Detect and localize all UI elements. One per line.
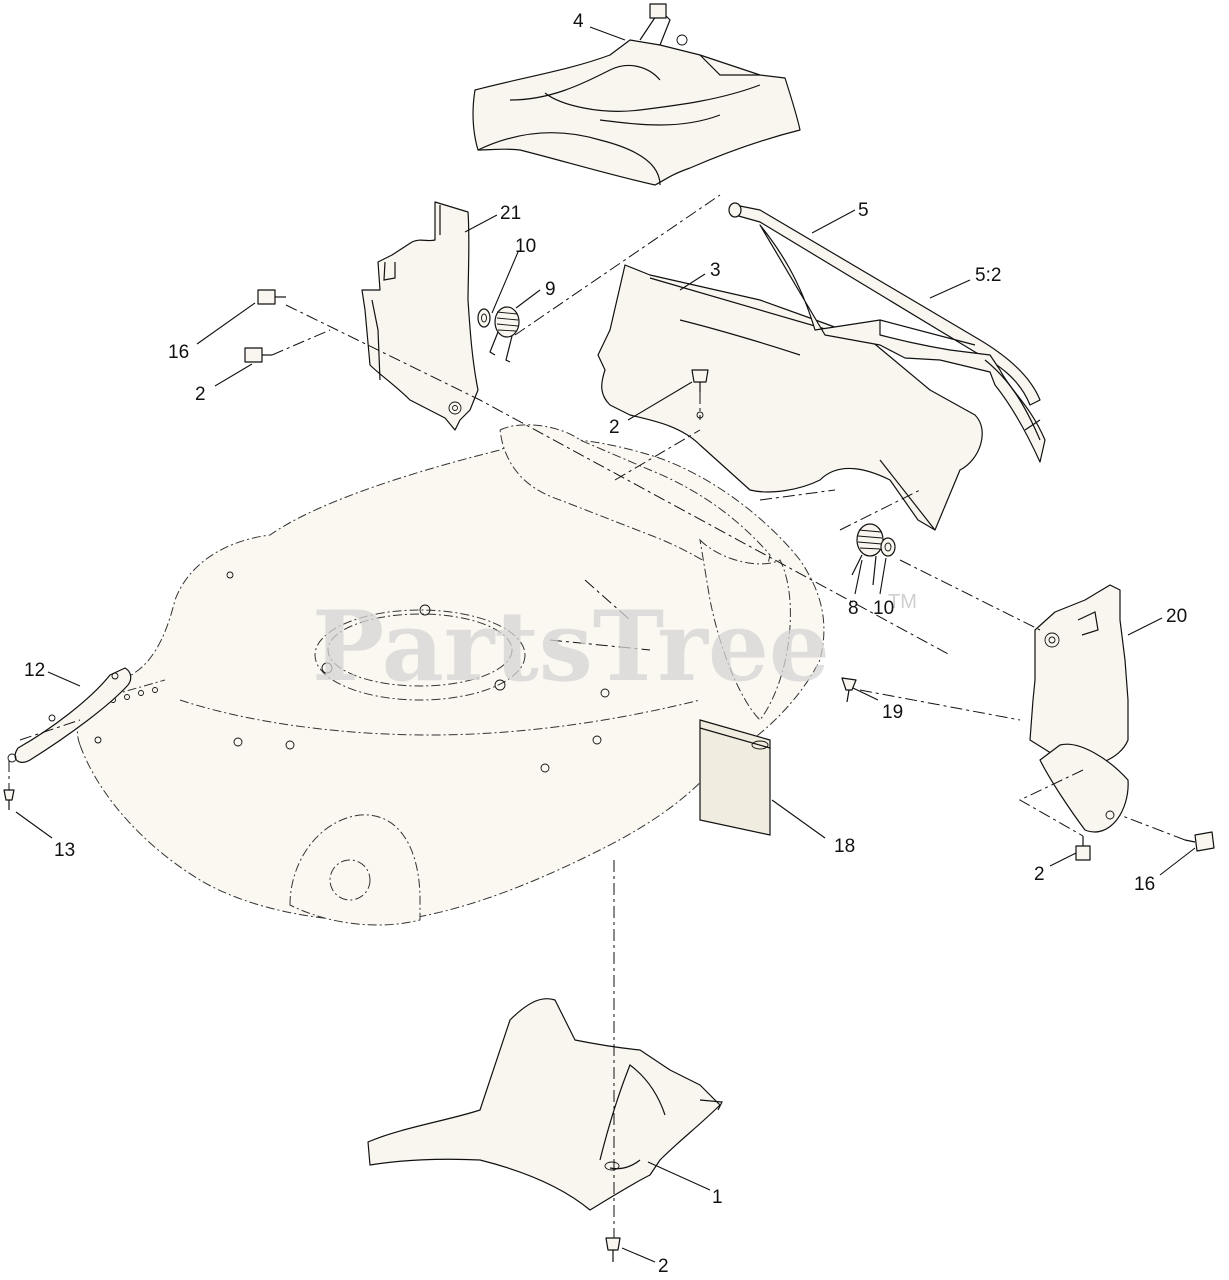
watermark-text: PartsTree [312, 590, 830, 703]
bolt-2-center [691, 369, 709, 392]
mower-deck-housing [76, 424, 825, 926]
bolt-2-left [244, 347, 272, 363]
part-4-rear-cover [472, 3, 801, 186]
part-3-rear-flap [597, 264, 983, 531]
callout-2-right: 2 [1034, 864, 1045, 885]
part-8-torsion-spring [851, 523, 884, 586]
callout-5-2: 5:2 [975, 265, 1001, 286]
part-12-side-skid [7, 667, 132, 763]
callout-10-upper: 10 [515, 236, 536, 257]
watermark-trademark: TM [888, 591, 917, 613]
part-10-washer-right [880, 537, 896, 557]
part-18-rear-skirt [699, 719, 771, 836]
bolt-16-left [257, 289, 286, 305]
part-20-right-bracket [1029, 584, 1129, 833]
part-1-mulch-plug [367, 998, 723, 1211]
callout-16-right: 16 [1134, 874, 1155, 895]
engine-mount-ring [314, 609, 526, 701]
callout-20: 20 [1166, 606, 1187, 627]
callout-8: 8 [848, 598, 859, 619]
part-10-washer-left [477, 308, 491, 328]
leader-lines [15, 26, 1196, 1263]
callout-3: 3 [710, 260, 721, 281]
callout-1: 1 [712, 1187, 723, 1208]
callout-2-bottom: 2 [658, 1256, 669, 1277]
callout-13: 13 [54, 840, 75, 861]
watermark: PartsTree TM [312, 590, 917, 703]
callout-9: 9 [545, 279, 556, 300]
callout-2-left: 2 [195, 384, 206, 405]
part-21-left-bracket [361, 201, 479, 431]
bolt-2-bottom [605, 1237, 621, 1262]
bolt-2-right [1075, 836, 1091, 861]
callout-2-center: 2 [609, 417, 620, 438]
callout-19: 19 [882, 702, 903, 723]
part-5-2-hinge-cover [759, 224, 1046, 463]
assembly-lines [8, 194, 1186, 1238]
callout-4: 4 [573, 11, 584, 32]
part-13-screw [3, 789, 15, 810]
callout-5: 5 [858, 200, 869, 221]
part-19-screw [841, 677, 857, 703]
callout-12: 12 [24, 660, 45, 681]
callout-10-lower: 10 [873, 598, 894, 619]
callout-labels: 4 21 5 10 9 3 5:2 16 2 2 12 8 10 20 19 1… [24, 11, 1187, 1277]
bolt-16-right [1184, 831, 1215, 852]
part-9-torsion-spring [489, 306, 520, 363]
callout-21: 21 [500, 203, 521, 224]
callout-18: 18 [834, 836, 855, 857]
callout-16-left: 16 [168, 342, 189, 363]
